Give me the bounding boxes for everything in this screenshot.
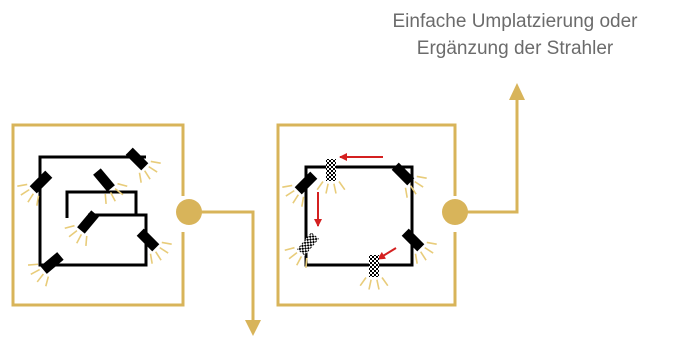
spotlight bbox=[27, 252, 64, 287]
light-ray bbox=[27, 263, 39, 266]
caption-line-1: Einfache Umplatzierung oder bbox=[392, 11, 638, 32]
output-line-down bbox=[189, 210, 255, 322]
light-ray bbox=[414, 180, 424, 188]
spotlight-moved bbox=[316, 159, 346, 194]
light-ray bbox=[36, 273, 45, 283]
spotlight bbox=[136, 228, 172, 264]
output-line-up bbox=[455, 98, 519, 214]
move-arrow-bottom bbox=[377, 247, 397, 260]
room-frame-left bbox=[11, 123, 185, 307]
light-ray bbox=[368, 279, 372, 290]
light-ray bbox=[292, 194, 300, 204]
light-ray bbox=[159, 246, 169, 254]
light-ray bbox=[333, 183, 337, 194]
light-ray bbox=[85, 235, 88, 247]
light-ray bbox=[117, 182, 128, 187]
light-ray bbox=[76, 233, 83, 244]
spotlight bbox=[64, 210, 99, 247]
light-ray bbox=[148, 165, 158, 173]
light-ray bbox=[68, 229, 78, 238]
spotlight bbox=[17, 170, 53, 206]
caption-line-2: Ergänzung der Strahler bbox=[416, 38, 614, 59]
light-ray bbox=[416, 175, 427, 179]
light-ray bbox=[296, 255, 303, 266]
spotlight bbox=[125, 147, 161, 183]
arrow-up-head bbox=[509, 83, 525, 100]
arrow-down-head bbox=[245, 320, 261, 336]
light-ray bbox=[36, 195, 40, 206]
light-ray bbox=[143, 170, 151, 180]
light-ray bbox=[30, 268, 41, 275]
light-ray bbox=[338, 181, 346, 191]
light-ray bbox=[419, 251, 427, 261]
light-ray bbox=[109, 191, 116, 202]
spotlight-moved bbox=[284, 232, 319, 269]
spotlights-after bbox=[282, 159, 437, 290]
light-ray bbox=[316, 181, 324, 191]
light-ray bbox=[154, 251, 162, 261]
light-ray bbox=[104, 193, 107, 205]
light-ray bbox=[284, 246, 295, 251]
room-frame-right bbox=[276, 123, 457, 307]
light-ray bbox=[404, 187, 408, 198]
spotlight bbox=[391, 162, 427, 198]
light-ray bbox=[161, 241, 172, 245]
spotlight bbox=[282, 171, 318, 207]
light-ray bbox=[138, 172, 142, 183]
light-ray bbox=[288, 251, 298, 260]
light-ray bbox=[409, 185, 417, 195]
light-ray bbox=[114, 187, 124, 196]
track-rail-left bbox=[38, 155, 148, 267]
track-rail-right bbox=[304, 165, 414, 267]
light-ray bbox=[45, 276, 50, 287]
light-ray bbox=[282, 184, 293, 188]
spotlight bbox=[93, 168, 128, 205]
spotlight bbox=[401, 228, 437, 264]
caption: Einfache Umplatzierung oder Ergänzung de… bbox=[340, 8, 683, 62]
light-ray bbox=[150, 160, 161, 164]
light-ray bbox=[27, 193, 35, 203]
light-ray bbox=[414, 253, 418, 264]
light-ray bbox=[376, 279, 380, 290]
light-ray bbox=[426, 241, 437, 245]
light-ray bbox=[17, 183, 28, 187]
light-ray bbox=[381, 277, 389, 287]
light-ray bbox=[359, 277, 367, 287]
light-ray bbox=[20, 188, 30, 196]
light-ray bbox=[64, 224, 75, 229]
panel-after bbox=[276, 83, 525, 307]
spotlight-moved bbox=[359, 255, 389, 290]
light-ray bbox=[305, 257, 308, 269]
light-ray bbox=[149, 253, 153, 264]
spotlights-before bbox=[17, 147, 172, 287]
light-ray bbox=[424, 246, 434, 254]
light-ray bbox=[325, 183, 329, 194]
light-ray bbox=[301, 196, 305, 207]
light-ray bbox=[285, 189, 295, 197]
panel-before bbox=[11, 123, 261, 336]
